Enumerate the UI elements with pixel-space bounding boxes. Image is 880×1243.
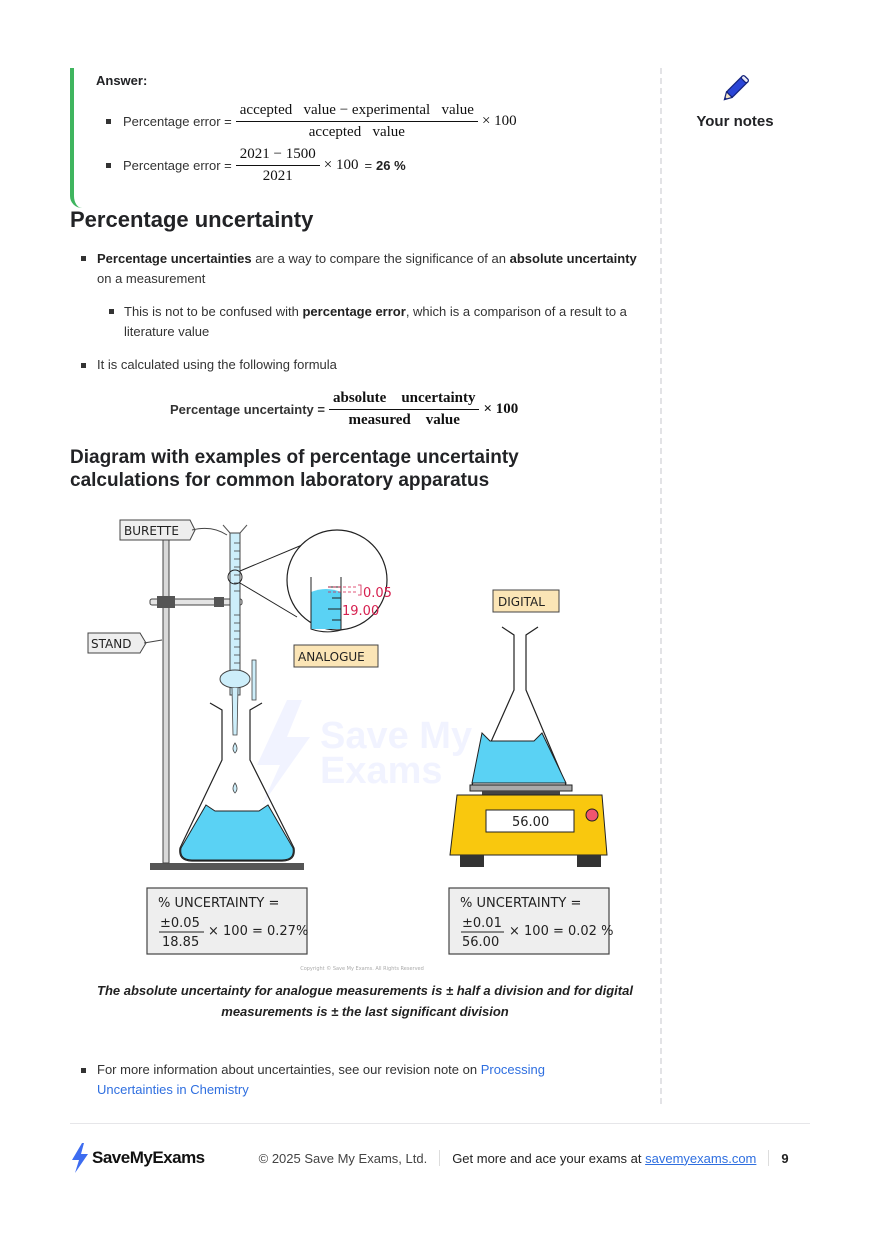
percentage-error-calculation: Percentage error = 2021 − 1500 2021 × 10… bbox=[106, 146, 406, 185]
half-division-reading: 0.05 bbox=[363, 586, 392, 601]
stand-rod bbox=[162, 539, 170, 864]
footer-cta: Get more and ace your exams at savemyexa… bbox=[452, 1151, 756, 1166]
denominator: measured value bbox=[348, 412, 460, 428]
svg-text:±0.01: ±0.01 bbox=[462, 916, 502, 931]
lightning-bolt-icon bbox=[72, 1143, 88, 1173]
balance-button bbox=[585, 808, 599, 822]
balance-display bbox=[485, 809, 575, 833]
stand-label: STAND bbox=[91, 637, 131, 651]
multiplier: × 100 bbox=[481, 113, 517, 129]
balance-reading: 56.00 bbox=[512, 815, 549, 830]
clamp-head bbox=[214, 597, 224, 607]
footer-copyright: © 2025 Save My Exams, Ltd. bbox=[258, 1150, 428, 1166]
bullet bbox=[106, 163, 111, 168]
numerator: absolute uncertainty bbox=[328, 390, 480, 410]
bold-term: absolute uncertainty bbox=[509, 251, 637, 266]
fraction: absolute uncertainty measured value bbox=[328, 390, 480, 429]
burette-reading: 19.00 bbox=[342, 604, 379, 619]
diagram-title: Diagram with examples of percentage unce… bbox=[70, 447, 519, 491]
svg-text:Exams: Exams bbox=[320, 750, 443, 792]
pencil-icon bbox=[723, 75, 749, 101]
text: on a measurement bbox=[97, 271, 206, 286]
multiplier: × 100 bbox=[323, 157, 359, 173]
text: are a way to compare the significance of… bbox=[251, 251, 510, 266]
bullet bbox=[81, 256, 86, 261]
bullet-percentage-uncertainties: Percentage uncertainties are a way to co… bbox=[97, 249, 652, 289]
svg-text:× 100 = 0.02 %: × 100 = 0.02 % bbox=[509, 924, 613, 939]
text: It is calculated using the following for… bbox=[97, 357, 337, 372]
equals-sign: = bbox=[364, 158, 373, 173]
text: , which is a comparison of a result to a… bbox=[124, 304, 627, 339]
savemyexams-link[interactable]: savemyexams.com bbox=[645, 1150, 757, 1166]
svg-text:× 100 = 0.27%: × 100 = 0.27% bbox=[208, 924, 308, 939]
svg-text:% UNCERTAINTY =: % UNCERTAINTY = bbox=[158, 896, 279, 911]
clamp-boss bbox=[157, 596, 175, 608]
equation-label: Percentage error = bbox=[123, 114, 232, 129]
bullet bbox=[81, 363, 86, 368]
result-value: 26 % bbox=[376, 158, 406, 173]
svg-text:% UNCERTAINTY =: % UNCERTAINTY = bbox=[460, 896, 581, 911]
svg-text:18.85: 18.85 bbox=[162, 935, 199, 950]
numerator: 2021 − 1500 bbox=[235, 146, 320, 166]
footer-separator bbox=[439, 1150, 441, 1166]
multiplier: × 100 bbox=[483, 401, 519, 417]
your-notes[interactable]: Your notes bbox=[690, 72, 780, 130]
bold-term: percentage error bbox=[302, 304, 406, 319]
answer-title: Answer: bbox=[96, 73, 148, 88]
section-title: Percentage uncertainty bbox=[70, 207, 314, 232]
bullet bbox=[106, 119, 111, 124]
notes-divider bbox=[660, 68, 662, 1104]
more-info-text: For more information about uncertainties… bbox=[97, 1062, 481, 1077]
analogue-calculation: % UNCERTAINTY = ±0.05 18.85 × 100 = 0.27… bbox=[146, 887, 308, 955]
answer-box: Answer: Percentage error = accepted valu… bbox=[70, 68, 649, 208]
denominator: accepted value bbox=[308, 124, 405, 140]
digital-label: DIGITAL bbox=[498, 595, 545, 609]
percentage-uncertainty-formula: Percentage uncertainty = absolute uncert… bbox=[170, 390, 518, 429]
cta-text: Get more and ace your exams at bbox=[452, 1150, 646, 1166]
bullet bbox=[81, 1068, 86, 1073]
watermark: Save My Exams bbox=[257, 700, 472, 805]
footer-separator bbox=[768, 1150, 770, 1166]
processing-uncertainties-link[interactable]: Processing Uncertainties in Chemistry bbox=[97, 1062, 546, 1097]
brand-logo[interactable]: SaveMyExams bbox=[70, 1143, 205, 1173]
bullet bbox=[109, 309, 114, 314]
fraction: accepted value − experimental value acce… bbox=[235, 102, 478, 141]
bullet-not-percentage-error: This is not to be confused with percenta… bbox=[124, 302, 654, 342]
page-number: 9 bbox=[781, 1150, 789, 1166]
balance-pan bbox=[469, 784, 573, 792]
svg-text:±0.05: ±0.05 bbox=[160, 916, 200, 931]
bold-term: Percentage uncertainties bbox=[97, 251, 252, 266]
diagram-caption: The absolute uncertainty for analogue me… bbox=[97, 983, 633, 1019]
stand-base bbox=[150, 863, 304, 870]
analogue-label: ANALOGUE bbox=[298, 650, 365, 664]
stopcock bbox=[219, 669, 251, 689]
more-info: For more information about uncertainties… bbox=[97, 1060, 617, 1100]
diagram-copyright: Copyright © Save My Exams. All Rights Re… bbox=[300, 965, 424, 972]
denominator: 2021 bbox=[262, 168, 293, 184]
numerator: accepted value − experimental value bbox=[235, 102, 478, 122]
footer-divider bbox=[70, 1123, 810, 1124]
percentage-error-formula: Percentage error = accepted value − expe… bbox=[106, 102, 517, 141]
your-notes-label: Your notes bbox=[696, 113, 774, 130]
text: This is not to be confused with bbox=[124, 304, 303, 319]
burette-label: BURETTE bbox=[124, 524, 179, 538]
apparatus-diagram: Save My Exams bbox=[87, 519, 613, 972]
digital-calculation: % UNCERTAINTY = ±0.01 56.00 × 100 = 0.02… bbox=[448, 887, 613, 955]
bullet-formula-intro: It is calculated using the following for… bbox=[97, 355, 652, 375]
fraction: 2021 − 1500 2021 bbox=[235, 146, 320, 185]
brand-name: SaveMyExams bbox=[92, 1148, 205, 1167]
svg-text:Save My: Save My bbox=[320, 715, 472, 757]
footer: SaveMyExams © 2025 Save My Exams, Ltd. G… bbox=[70, 1142, 815, 1174]
equation-label: Percentage error = bbox=[123, 158, 232, 173]
conical-flask-left bbox=[179, 702, 295, 862]
svg-text:56.00: 56.00 bbox=[462, 935, 499, 950]
formula-label: Percentage uncertainty = bbox=[170, 402, 325, 417]
